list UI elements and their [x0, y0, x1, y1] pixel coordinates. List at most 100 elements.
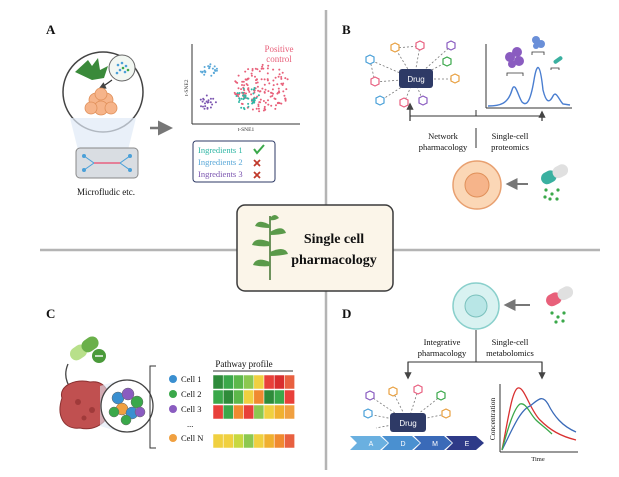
tsne-point — [261, 63, 264, 66]
tsne-point — [203, 66, 206, 68]
tsne-point — [272, 79, 275, 82]
tsne-point — [284, 99, 287, 102]
tsne-point — [257, 94, 260, 97]
tsne-point — [266, 67, 269, 70]
heatmap-cell — [273, 404, 285, 420]
heatmap-cell — [233, 433, 244, 449]
tsne-point — [267, 99, 269, 102]
proteomics-label-2: proteomics — [491, 142, 529, 152]
heatmap-cell — [212, 374, 224, 390]
tsne-point — [203, 107, 206, 110]
adme-d: D — [400, 441, 405, 448]
tsne-point — [280, 102, 283, 105]
tsne-point — [282, 90, 285, 93]
tsne-point — [280, 77, 283, 80]
center-box: Single cell pharmacology — [236, 204, 394, 292]
tsne-point — [255, 97, 258, 99]
drug-label-b: Drug — [407, 75, 424, 84]
tsne-point — [266, 78, 269, 81]
heatmap-cell — [222, 404, 234, 420]
tsne-point — [251, 69, 254, 72]
cross-icon — [253, 159, 261, 167]
tsne-point — [207, 99, 210, 102]
heatmap-cell — [284, 389, 295, 405]
heatmap-cell — [233, 389, 244, 405]
heatmap-cell — [212, 433, 224, 449]
tsne-point — [256, 68, 259, 71]
tsne-point — [199, 98, 202, 101]
proteomics-label-1: Single-cell — [492, 131, 529, 141]
tsne-point — [212, 71, 215, 74]
tsne-point — [246, 84, 249, 87]
tsne-point — [267, 90, 270, 93]
tsne-point — [271, 94, 274, 97]
tsne-point — [251, 108, 254, 111]
heatmap-cell — [253, 389, 265, 405]
heatmap-cell — [253, 404, 265, 420]
heatmap-cell — [263, 389, 275, 405]
tsne-y-label: t-SNE2 — [184, 79, 190, 96]
tsne-point — [242, 80, 245, 83]
tsne-point — [250, 72, 253, 75]
pathway-title: Pathway profile — [215, 359, 272, 369]
tsne-point — [205, 100, 208, 103]
heatmap-cell — [284, 433, 295, 449]
ingredient-2: Ingredients 2 — [198, 157, 243, 167]
adme-e: E — [465, 441, 470, 448]
proteomics-spectrum — [487, 67, 571, 107]
tsne-point — [247, 77, 250, 80]
pathway-heatmap — [212, 374, 295, 449]
tsne-point — [210, 74, 213, 77]
tsne-point — [255, 82, 258, 84]
heatmap-cell — [233, 404, 244, 420]
tsne-point — [250, 74, 253, 77]
tsne-point — [206, 106, 209, 109]
tsne-point — [242, 107, 245, 109]
tsne-point — [277, 75, 280, 78]
tsne-point — [258, 70, 261, 73]
tsne-point — [263, 83, 266, 86]
heatmap-cell — [222, 374, 234, 390]
tsne-scatter — [199, 63, 289, 113]
conc-x-label: Time — [531, 456, 545, 463]
tsne-point — [247, 88, 249, 91]
tsne-point — [254, 75, 256, 78]
tsne-point — [255, 107, 258, 110]
cell-mix-icon — [108, 387, 146, 426]
tsne-point — [268, 82, 271, 85]
tsne-point — [208, 67, 211, 69]
ingredient-1: Ingredients 1 — [198, 145, 243, 155]
tsne-point — [211, 103, 214, 106]
tsne-point — [237, 87, 240, 90]
tsne-point — [214, 69, 217, 72]
tsne-point — [264, 101, 267, 104]
tsne-point — [243, 84, 246, 87]
heatmap-cell — [263, 374, 275, 390]
tsne-point — [281, 84, 284, 86]
tsne-point — [203, 73, 206, 76]
tsne-point — [233, 91, 236, 94]
integrative-label-2: pharmacology — [418, 348, 467, 358]
tsne-point — [214, 101, 217, 104]
tsne-point — [252, 92, 255, 95]
tsne-point — [261, 65, 264, 68]
cell-marker — [169, 405, 177, 413]
tsne-point — [273, 97, 276, 100]
capsule-icon — [546, 286, 574, 307]
heatmap-cell — [253, 374, 265, 390]
cell-label: ... — [187, 419, 193, 429]
tsne-point — [209, 63, 212, 66]
tsne-point — [248, 90, 251, 93]
tsne-point — [263, 91, 266, 93]
positive-control-line2: control — [266, 54, 292, 64]
tsne-point — [201, 100, 204, 103]
tsne-point — [257, 89, 260, 92]
tsne-point — [282, 82, 285, 85]
tsne-point — [270, 91, 272, 94]
tsne-point — [238, 97, 241, 100]
drug-box-b — [399, 69, 433, 88]
tsne-point — [262, 100, 265, 102]
conc-y-label: Concentration — [488, 398, 497, 441]
tsne-point — [278, 73, 281, 76]
